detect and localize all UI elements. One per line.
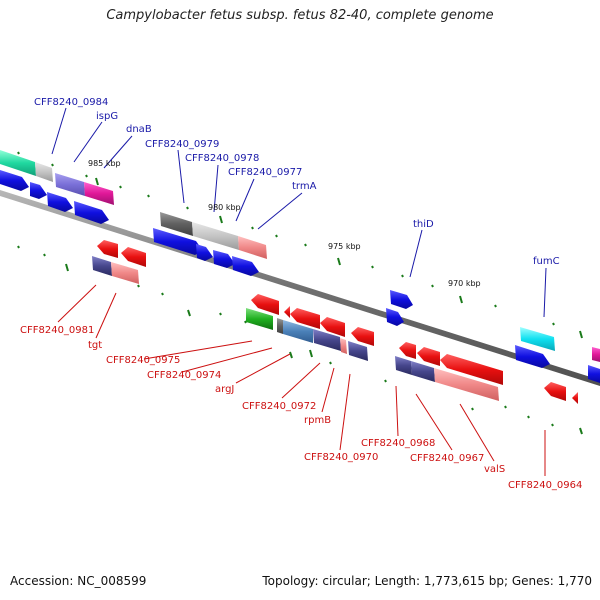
gene-label[interactable]: CFF8240_0977 <box>228 167 302 178</box>
gene-forward[interactable] <box>386 308 404 326</box>
accession-text: Accession: NC_008599 <box>10 574 147 588</box>
gene-forward[interactable] <box>47 192 73 212</box>
gene-purple-0967[interactable] <box>411 361 435 382</box>
gene-lavender[interactable] <box>55 173 85 196</box>
gene-purple-0968[interactable] <box>395 356 412 375</box>
scale-label: 985 kbp <box>88 159 121 168</box>
gene-pink-rpmb[interactable] <box>340 338 347 354</box>
gene-reverse[interactable] <box>251 294 279 315</box>
gene-teal[interactable] <box>0 150 36 176</box>
gene-reverse-small[interactable] <box>284 306 290 318</box>
gene-magenta-ispg[interactable] <box>84 182 114 205</box>
gene-forward[interactable] <box>196 244 213 261</box>
gene-forward-trma[interactable] <box>232 256 259 276</box>
gene-reverse-0964[interactable] <box>544 382 566 401</box>
gene-pink-tgt[interactable] <box>111 262 139 284</box>
gene-forward[interactable] <box>588 365 600 383</box>
gene-label[interactable]: CFF8240_0984 <box>34 97 108 108</box>
gene-reverse[interactable] <box>121 247 146 267</box>
gene-row-lower <box>92 240 578 404</box>
gene-forward[interactable] <box>153 228 203 255</box>
gene-label[interactable]: CFF8240_0968 <box>361 438 435 449</box>
gene-label[interactable]: CFF8240_0964 <box>508 480 582 491</box>
gene-row-upper-1 <box>0 150 267 259</box>
gene-label[interactable]: tgt <box>88 340 102 351</box>
gene-purple-0981[interactable] <box>92 256 112 276</box>
gene-label[interactable]: CFF8240_0981 <box>20 325 94 336</box>
map-title: Campylobacter fetus subsp. fetus 82-40, … <box>106 8 494 23</box>
gene-darkgray-0974[interactable] <box>277 318 283 334</box>
gene-reverse[interactable] <box>290 308 320 329</box>
scale-label: 975 kbp <box>328 242 361 251</box>
gene-label[interactable]: rpmB <box>304 415 331 426</box>
gene-label[interactable]: CFF8240_0974 <box>147 370 221 381</box>
gene-reverse[interactable] <box>351 327 374 346</box>
gene-darkgray[interactable] <box>160 212 193 236</box>
gene-lightgray[interactable] <box>35 162 53 182</box>
gene-reverse-vals[interactable] <box>440 354 503 385</box>
gene-magenta[interactable] <box>592 347 600 362</box>
gene-purple-0972[interactable] <box>313 329 341 351</box>
gene-label[interactable]: dnaB <box>126 124 152 135</box>
leader-lines-lower <box>57 284 546 476</box>
gene-label[interactable]: CFF8240_0979 <box>145 139 219 150</box>
gene-purple-0970[interactable] <box>348 341 368 361</box>
genome-summary: Topology: circular; Length: 1,773,615 bp… <box>262 574 592 588</box>
gene-forward[interactable] <box>515 345 550 368</box>
gene-reverse[interactable] <box>97 240 118 258</box>
gene-label[interactable]: CFF8240_0972 <box>242 401 316 412</box>
leader-lines-upper <box>51 107 547 318</box>
gene-label[interactable]: CFF8240_0970 <box>304 452 378 463</box>
gene-label[interactable]: CFF8240_0978 <box>185 153 259 164</box>
gene-forward[interactable] <box>0 170 29 191</box>
gene-forward[interactable] <box>30 182 47 199</box>
gene-label[interactable]: CFF8240_0967 <box>410 453 484 464</box>
gene-label[interactable]: valS <box>484 464 505 475</box>
gene-forward[interactable] <box>213 250 235 268</box>
gene-lightgray-2[interactable] <box>192 222 239 250</box>
scale-label: 970 kbp <box>448 279 481 288</box>
gene-green-0975[interactable] <box>246 308 273 330</box>
gene-cyan-fumc[interactable] <box>520 327 555 351</box>
scale-ticks-lower <box>17 245 583 435</box>
gene-label[interactable]: fumC <box>533 256 560 267</box>
genome-backbone <box>0 190 600 386</box>
gene-steel-argj[interactable] <box>283 320 313 343</box>
gene-label[interactable]: trmA <box>292 181 317 192</box>
gene-row-upper-2 <box>0 170 600 383</box>
gene-label[interactable]: argJ <box>215 384 234 395</box>
gene-reverse[interactable] <box>399 342 416 359</box>
gene-pink-vals[interactable] <box>434 368 499 401</box>
gene-reverse[interactable] <box>417 347 440 366</box>
gene-label[interactable]: ispG <box>96 111 118 122</box>
gene-pink-0977[interactable] <box>238 236 267 259</box>
gene-forward-thid[interactable] <box>390 290 413 309</box>
gene-label[interactable]: thiD <box>413 219 434 230</box>
gene-label[interactable]: CFF8240_0975 <box>106 355 180 366</box>
scale-ticks-upper <box>17 151 583 339</box>
gene-reverse-small[interactable] <box>572 392 578 404</box>
gene-reverse[interactable] <box>320 317 345 337</box>
gene-forward-dnab[interactable] <box>74 201 109 224</box>
scale-label: 980 kbp <box>208 203 241 212</box>
